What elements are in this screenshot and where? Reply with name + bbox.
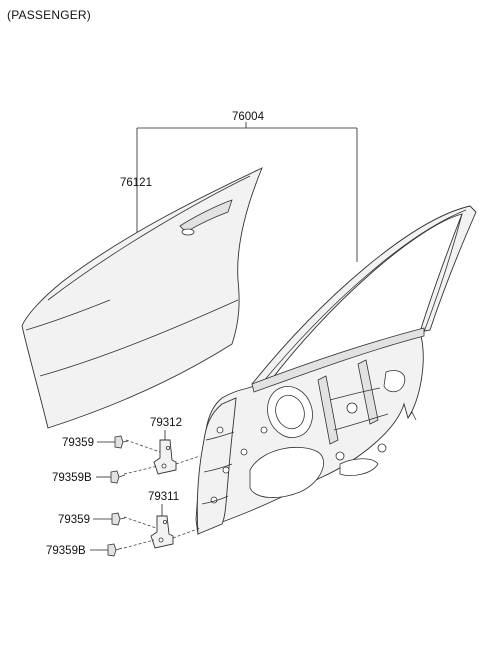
label-79312: 79312 <box>150 417 182 429</box>
label-79359B-lower: 79359B <box>46 545 86 557</box>
axis-upper-mount <box>175 455 201 465</box>
label-79311: 79311 <box>148 491 179 503</box>
axis-upper-b <box>123 465 159 475</box>
lower-hinge <box>150 515 174 549</box>
axis-lower-b <box>123 539 155 549</box>
bolt-lower-a <box>111 512 126 526</box>
assembly-bracket <box>136 122 358 262</box>
bolt-upper-b <box>110 470 126 484</box>
axis-upper-a <box>125 439 161 453</box>
bolt-lower-b <box>107 543 123 557</box>
label-79359-lower: 79359 <box>58 514 90 526</box>
axis-lower-mount <box>172 527 201 539</box>
upper-hinge <box>153 439 177 475</box>
outer-door-panel <box>21 167 263 429</box>
variant-header: (PASSENGER) <box>7 8 91 22</box>
bolt-upper-a <box>114 435 129 449</box>
axis-lower-a <box>123 516 157 529</box>
label-79359B-upper: 79359B <box>52 472 92 484</box>
label-76004: 76004 <box>232 111 265 123</box>
label-76121: 76121 <box>120 177 152 189</box>
door-inner-frame <box>195 205 477 535</box>
label-79359-upper: 79359 <box>62 437 94 449</box>
